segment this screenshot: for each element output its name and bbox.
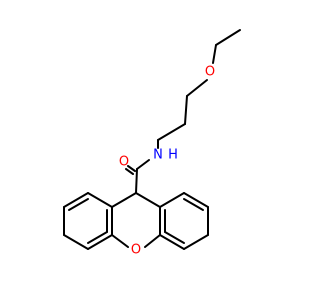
bond-right-1 [159,192,185,208]
bond-right-inner-1 [183,198,204,211]
bond-ethyl-ch3 [215,29,241,46]
bond-carbonyl-double-a [127,165,136,172]
atom-label-layer: O N H O O [119,65,215,258]
bond-left-inner-2 [87,231,108,244]
bond-c4a-o [111,234,129,248]
bond-n-carbonyl [136,159,150,170]
atom-label-amide-hydrogen: H [168,148,178,163]
bond-propyl-1 [184,95,188,125]
atom-label-ring-oxygen: O [131,243,141,258]
bond-carbonyl-double-b [125,168,134,175]
bond-right-2 [183,192,209,208]
bond-left-4 [63,234,89,250]
bond-c9-c8a [135,192,161,208]
atom-label-amide-nitrogen: N [153,148,163,163]
bond-right-inner-2 [164,231,185,244]
atom-label-carbonyl-oxygen: O [119,155,129,170]
bond-propyl-2 [157,123,186,141]
bond-o-propyl [186,79,208,97]
bond-carbonyl-c9 [135,168,138,194]
bond-right-4 [183,234,209,250]
bond-layer [63,29,241,250]
bond-o-c10a [144,234,161,248]
bond-ethyl-o [212,44,217,64]
molecule-structure: O N H O O [63,29,241,258]
atom-label-ether-oxygen: O [205,65,215,80]
bond-left-inner-1 [68,198,89,211]
bond-left-5 [87,234,113,250]
bond-left-1 [87,192,113,208]
bond-right-5 [159,234,185,250]
bond-c9-c9a [111,192,137,208]
bond-left-2 [63,192,89,208]
